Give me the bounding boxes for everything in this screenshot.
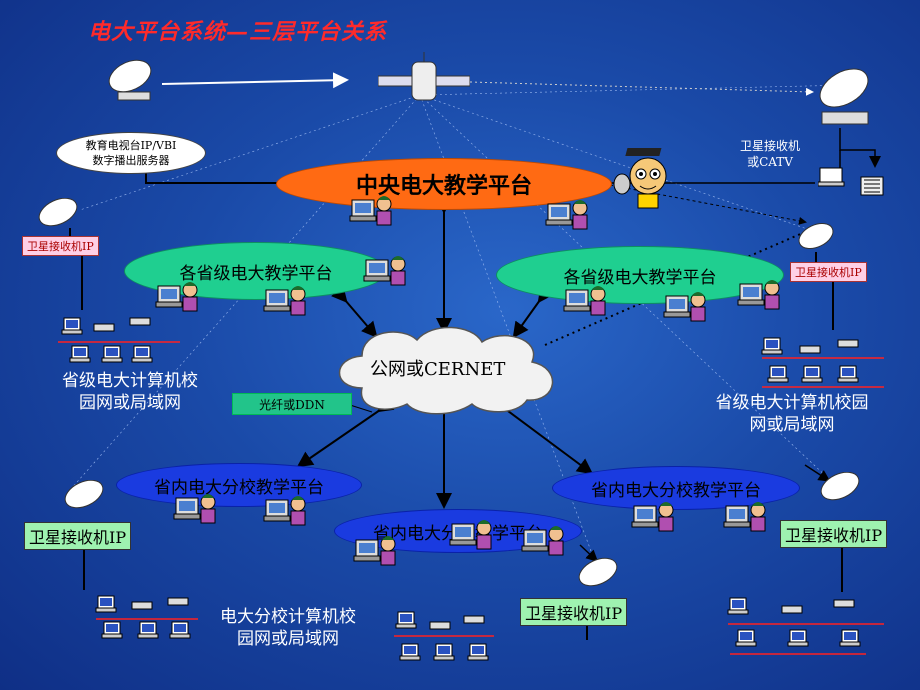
broadcast-server-line2: 数字播出服务器 — [92, 154, 170, 167]
network-cloud-icon — [338, 326, 554, 415]
campus-line2: 园网或局域网 — [79, 393, 181, 413]
branch-platform: 省内电大分校教学平台 — [552, 466, 800, 510]
satellite-receiver-ip-tag: 卫星接收机IP — [790, 262, 867, 282]
provincial-campus-network-right: 省级电大计算机校园 网或局域网 — [694, 392, 890, 436]
graduate-mascot-icon — [613, 148, 667, 209]
campus-line1: 省级电大计算机校园 — [715, 393, 869, 413]
satellite-dish-icon — [798, 222, 834, 250]
campus-line2: 园网或局域网 — [237, 629, 339, 649]
broadcast-server-line1: 教育电视台IP/VBI — [85, 139, 177, 152]
satellite-receiver-ip-tag: 卫星接收机IP — [24, 522, 132, 550]
satellite-receiver-ip-tag: 卫星接收机IP — [22, 236, 99, 256]
branch-platform: 省内电大分校教学平台 — [116, 463, 362, 507]
network-label: 公网或CERNET — [370, 359, 506, 380]
satellite-receiver-ip-tag: 卫星接收机IP — [780, 520, 888, 548]
satellite-receiver-ip-tag: 卫星接收机IP — [520, 598, 628, 626]
tv-box-icon — [860, 176, 884, 196]
provincial-platform-label: 各省级电大教学平台 — [179, 263, 333, 284]
provincial-platform-label: 各省级电大教学平台 — [563, 267, 717, 288]
computer-icon — [818, 167, 845, 187]
branch-campus-network: 电大分校计算机校 园网或局域网 — [200, 606, 376, 650]
campus-line2: 网或局域网 — [749, 415, 835, 435]
satellite-icon — [378, 52, 470, 101]
campus-line1: 省级电大计算机校 — [62, 371, 198, 391]
provincial-platform-right: 各省级电大教学平台 — [496, 246, 784, 304]
receiver-catv-line1: 卫星接收机 — [740, 139, 801, 153]
central-platform-label: 中央电大教学平台 — [355, 173, 532, 199]
provincial-campus-network-left: 省级电大计算机校 园网或局域网 — [40, 370, 220, 414]
branch-platform-label: 省内电大分校教学平台 — [591, 480, 761, 501]
campus-line1: 电大分校计算机校 — [220, 607, 356, 627]
satellite-dish-icon — [820, 472, 860, 501]
receiver-catv-line2: 或CATV — [747, 155, 793, 169]
page-title: 电大平台系统—三层平台关系 — [88, 19, 388, 45]
link-type-label: 光纤或DDN — [232, 393, 352, 415]
satellite-receiver-catv-label: 卫星接收机 或CATV — [740, 138, 800, 170]
satellite-dish-icon — [108, 59, 152, 101]
central-platform: 中央电大教学平台 — [276, 158, 612, 210]
satellite-dish-icon — [38, 198, 78, 227]
branch-platform-label: 省内电大分校教学平台 — [154, 477, 324, 498]
broadcast-server-label: 教育电视台IP/VBI 数字播出服务器 — [56, 132, 206, 174]
satellite-dish-icon — [64, 480, 104, 509]
satellite-dish-icon — [578, 557, 618, 587]
satellite-dish-icon — [819, 68, 869, 125]
lan-lines — [58, 341, 884, 655]
